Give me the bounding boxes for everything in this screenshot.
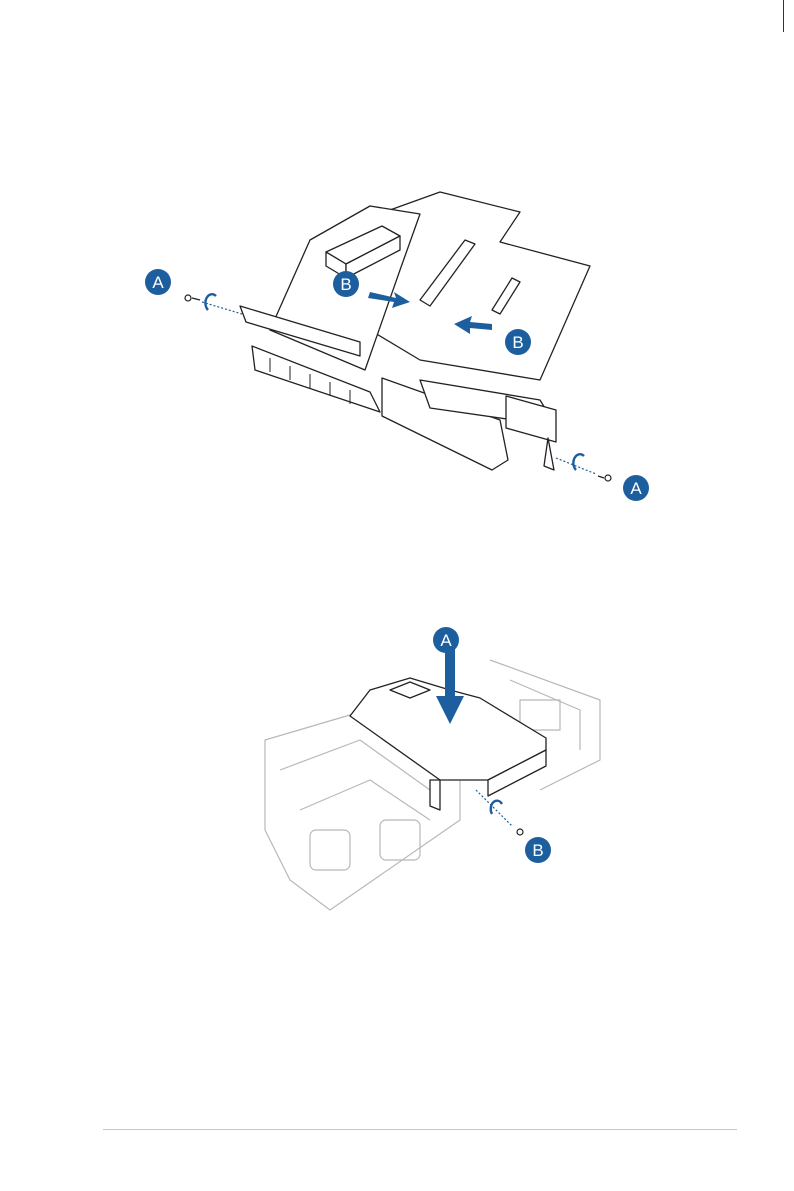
callout-a-right: A xyxy=(623,475,649,501)
svg-text:A: A xyxy=(152,273,164,292)
svg-text:A: A xyxy=(630,479,642,498)
footer-rule xyxy=(103,1129,737,1130)
svg-text:A: A xyxy=(440,631,452,650)
crop-mark xyxy=(783,0,784,32)
callout-b-right: B xyxy=(505,329,531,355)
callout-a: A xyxy=(433,627,459,653)
svg-text:B: B xyxy=(340,275,351,294)
riser-assembly-diagram: A B B A xyxy=(120,180,680,520)
screw-icon xyxy=(517,829,523,835)
chassis-install-svg: A B xyxy=(250,620,630,920)
svg-text:B: B xyxy=(512,333,523,352)
rotate-arrow-icon xyxy=(205,294,216,310)
riser-assembly-svg: A B B A xyxy=(120,180,680,520)
callout-b: B xyxy=(525,837,551,863)
callout-a-left: A xyxy=(145,269,171,295)
chassis-install-diagram: A B xyxy=(250,620,630,920)
screw-icon xyxy=(185,295,191,301)
svg-text:B: B xyxy=(532,841,543,860)
screw-icon xyxy=(605,475,611,481)
callout-b-top: B xyxy=(333,271,359,297)
rotate-arrow-icon xyxy=(491,801,502,814)
